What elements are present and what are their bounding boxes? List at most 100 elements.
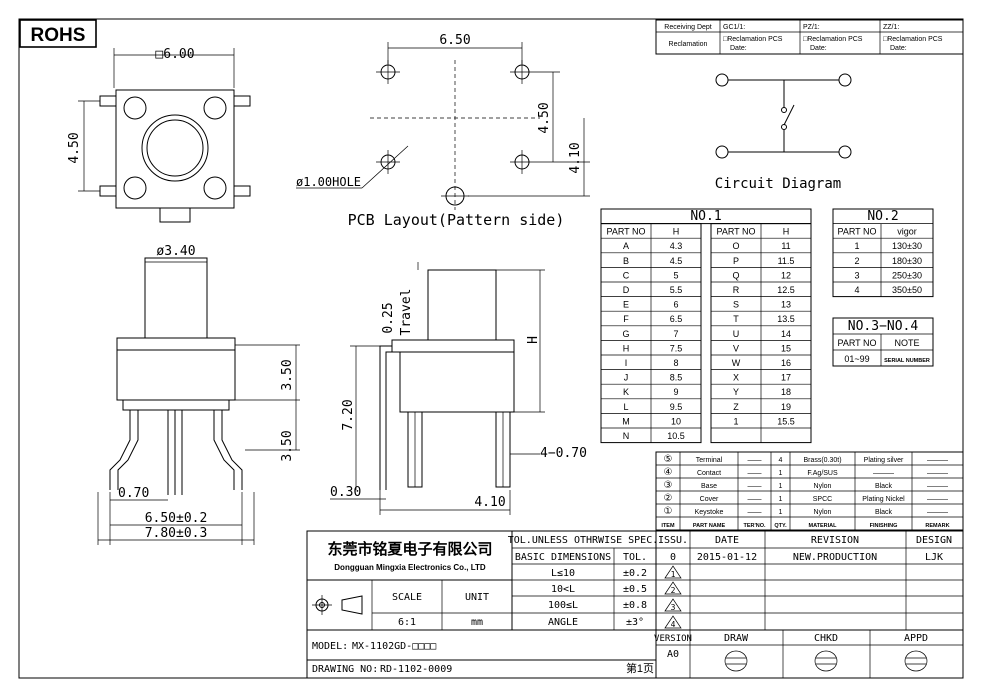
bom-cell: ——— — [927, 457, 948, 464]
bom-header: TER'NO. — [743, 523, 766, 529]
no1-h: 17 — [781, 373, 791, 383]
dim-pcb-410: 4.10 — [568, 142, 583, 173]
pcb-layout: 6.50 4.50 4.10 ø1.00HOLE PCB Layout(Patt… — [296, 33, 590, 229]
draw-label: DRAW — [724, 633, 749, 644]
bom-cell: —— — [748, 509, 762, 516]
no34-note: SERIAL NUMBER — [884, 358, 930, 364]
bom-cell: Contact — [697, 470, 721, 477]
model-value: MX-1102GD-□□□□ — [352, 641, 436, 652]
no1-part: B — [623, 256, 629, 266]
date-label: DATE — [715, 535, 739, 546]
bom-header: MATERIAL — [808, 523, 837, 529]
no1-h: 15 — [781, 343, 791, 353]
no1-h: 10 — [671, 416, 681, 426]
no1-part: Q — [732, 270, 739, 280]
bom-cell: ——— — [873, 470, 894, 477]
no1-part: C — [623, 270, 630, 280]
dim-070: 0.70 — [118, 486, 149, 501]
recv-r3a: □Reclamation PCS — [883, 36, 943, 43]
rev-triangles: 1 2 3 4 — [664, 565, 682, 629]
no1-part: P — [733, 256, 739, 266]
model-label: MODEL: — [312, 641, 348, 652]
no34-part: 01~99 — [844, 354, 869, 364]
dim-650: 6.50±0.2 — [145, 511, 208, 526]
no1-h: 5 — [673, 270, 678, 280]
no1-part: W — [732, 358, 741, 368]
issu-label: ISSU. — [658, 535, 688, 546]
bom-cell: ——— — [927, 470, 948, 477]
no2-vigor: 180±30 — [892, 256, 922, 266]
no1-h: 18 — [781, 387, 791, 397]
no1-part: A — [623, 241, 629, 251]
no1-part: U — [733, 329, 740, 339]
no1-part: M — [622, 416, 630, 426]
recv-r1b: Date: — [730, 45, 747, 52]
bom-cell: ① — [664, 506, 673, 517]
no1-part: E — [623, 300, 629, 310]
bom-cell: ——— — [927, 496, 948, 503]
recv-dept: Receiving Dept — [664, 24, 712, 31]
side-view: Travel 0.25 H 7.20 4−0.70 0.30 4.10 — [330, 262, 587, 515]
no1-h: 4.3 — [670, 241, 683, 251]
tol-row-4-l: ANGLE — [548, 617, 578, 628]
unit-label: UNIT — [465, 592, 489, 603]
no1-part: I — [625, 358, 628, 368]
no1-h: 11.5 — [778, 256, 795, 266]
company-cn: 东莞市铭夏电子有限公司 — [327, 540, 492, 558]
title-block: 东莞市铭夏电子有限公司 Dongguan Mingxia Electronics… — [306, 530, 964, 679]
bom-cell: Plating silver — [864, 457, 904, 464]
no1-part: D — [623, 285, 630, 295]
dim-450-left: 4.50 — [67, 132, 82, 163]
bom-cell: Keystoke — [695, 509, 724, 516]
bom-cell: Nylon — [814, 509, 832, 516]
no1-header: H — [783, 227, 790, 237]
no1-h: 9 — [673, 387, 678, 397]
tol-row-1-v: ±0.2 — [623, 568, 647, 579]
dim-410: 4.10 — [474, 495, 505, 510]
dim-030: 0.30 — [330, 485, 361, 500]
bom-cell: ③ — [664, 480, 673, 491]
draw-stamp — [724, 650, 748, 672]
pcb-caption: PCB Layout(Pattern side) — [348, 211, 565, 229]
bom-cell: Nylon — [814, 483, 832, 490]
no1-part: Z — [733, 402, 739, 412]
recv-r1a: □Reclamation PCS — [723, 36, 783, 43]
no1-h: 8.5 — [670, 373, 683, 383]
no1-h: 14 — [781, 329, 791, 339]
no1-h: 5.5 — [670, 285, 683, 295]
no1-part: N — [623, 431, 630, 441]
no2-part: 1 — [854, 241, 859, 251]
scale-value: 6:1 — [398, 617, 416, 628]
top-view: □6.00 4.50 — [67, 47, 251, 223]
bom-cell: 1 — [779, 509, 783, 516]
recv-pz: PZ/1: — [803, 24, 820, 31]
rohs-badge — [19, 19, 97, 48]
no1-h: 12.5 — [777, 285, 795, 295]
tol-row-3-l: 100≤L — [548, 600, 578, 611]
no2-part: 4 — [854, 285, 859, 295]
dim-350-b: 3.50 — [280, 430, 295, 461]
bom-cell: ④ — [664, 467, 673, 478]
no1-h: 7 — [673, 329, 678, 339]
issu-value: 0 — [670, 552, 676, 563]
no1-h: 13 — [781, 300, 791, 310]
no34-title: NO.3−NO.4 — [848, 319, 919, 334]
dim-720: 7.20 — [341, 399, 356, 430]
tri-1: 1 — [671, 570, 676, 579]
recv-r3b: Date: — [890, 45, 907, 52]
circuit-caption: Circuit Diagram — [715, 176, 841, 192]
revision-value: NEW.PRODUCTION — [793, 552, 877, 563]
no1-h: 19 — [781, 402, 791, 412]
page-number: 第1页 — [626, 661, 654, 675]
design-value: LJK — [925, 552, 943, 563]
dim-025: 0.25 — [381, 302, 396, 333]
dim-H: H — [526, 336, 541, 344]
appd-stamp — [904, 650, 928, 672]
rohs-label: ROHS — [31, 25, 86, 46]
tri-3: 3 — [671, 603, 676, 612]
no1-header: PART NO — [606, 227, 645, 237]
tol-label: TOL. — [623, 552, 647, 563]
